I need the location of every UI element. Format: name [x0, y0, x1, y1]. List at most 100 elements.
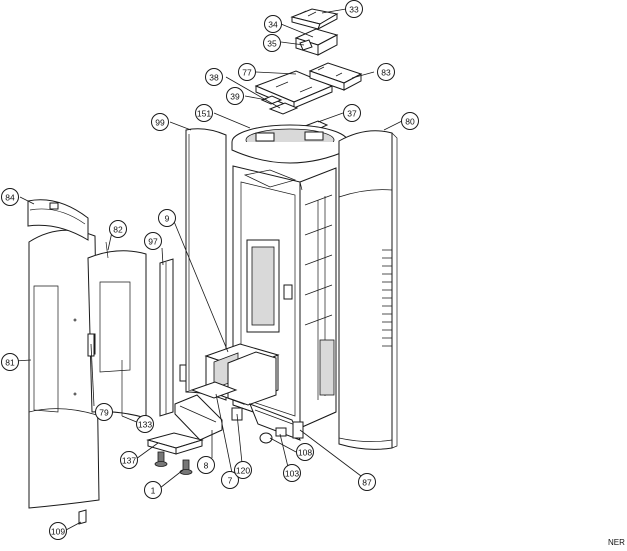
callout-108: 108 — [296, 443, 314, 461]
callout-87: 87 — [358, 473, 376, 491]
callout-circle — [343, 104, 361, 122]
part-38-gasket — [268, 102, 299, 115]
callout-circle — [195, 104, 213, 122]
callout-82: 82 — [109, 220, 127, 238]
callout-38: 38 — [205, 68, 223, 86]
part-97-vertical-strip — [159, 258, 174, 417]
callout-leaders — [14, 8, 403, 531]
callout-circle — [205, 68, 223, 86]
callout-label: 108 — [298, 448, 312, 458]
callout-label: 99 — [155, 118, 165, 128]
callout-83: 83 — [377, 63, 395, 81]
callout-label: 151 — [197, 109, 211, 119]
callout-label: 9 — [165, 214, 170, 224]
part-9-lower-assembly — [204, 343, 280, 406]
callout-label: 8 — [204, 461, 209, 471]
callout-label: 103 — [285, 469, 299, 479]
callout-circle — [144, 232, 162, 250]
callout-label: 83 — [381, 68, 391, 78]
part-103-fixing — [275, 427, 287, 437]
callout-circle — [401, 112, 419, 130]
callout-label: 80 — [405, 117, 415, 127]
callout-circle — [345, 0, 363, 18]
callout-circle — [234, 461, 252, 479]
callout-103: 103 — [283, 464, 301, 482]
callout-label: 87 — [362, 478, 372, 488]
part-7-bracket — [190, 381, 238, 399]
callout-7: 7 — [221, 471, 239, 489]
callout-circle — [1, 353, 19, 371]
callout-circle — [226, 87, 244, 105]
callout-circle — [49, 522, 67, 540]
part-81-front-outer-panel — [28, 229, 100, 509]
part-80-right-side-panel — [338, 130, 398, 450]
callout-circle — [158, 209, 176, 227]
callout-circle — [151, 113, 169, 131]
part-151-top-cover — [231, 124, 349, 164]
callout-137: 137 — [120, 451, 138, 469]
callout-label: 35 — [267, 39, 277, 49]
callout-label: 109 — [51, 527, 65, 537]
callout-label: 97 — [148, 237, 158, 247]
callout-label: 34 — [268, 20, 278, 30]
callout-circle — [144, 481, 162, 499]
part-35-clip — [299, 39, 313, 51]
callout-label: 33 — [349, 5, 359, 15]
callout-circle — [283, 464, 301, 482]
callout-circle — [296, 443, 314, 461]
callout-33: 33 — [345, 0, 363, 18]
callout-37: 37 — [343, 104, 361, 122]
callout-circle — [120, 451, 138, 469]
callout-label: 1 — [151, 486, 156, 496]
callout-circle — [109, 220, 127, 238]
callout-120: 120 — [234, 461, 252, 479]
callout-label: 137 — [122, 456, 136, 466]
callout-9: 9 — [158, 209, 176, 227]
part-109-clip — [78, 509, 87, 525]
callout-81: 81 — [1, 353, 19, 371]
callout-label: 7 — [228, 476, 233, 486]
callout-label: 79 — [99, 408, 109, 418]
callout-label: 39 — [230, 92, 240, 102]
callout-circle — [1, 188, 19, 206]
callout-97: 97 — [144, 232, 162, 250]
callout-circle — [197, 456, 215, 474]
callout-35: 35 — [263, 34, 281, 52]
part-1-adjustable-foot — [154, 451, 193, 475]
callout-label: 38 — [209, 73, 219, 83]
callout-circle — [358, 473, 376, 491]
callout-84: 84 — [1, 188, 19, 206]
part-82-glass-frame — [87, 241, 147, 419]
callout-77: 77 — [238, 63, 256, 81]
callout-circle — [238, 63, 256, 81]
footer-label: NER — [608, 538, 625, 547]
callout-133: 133 — [136, 415, 154, 433]
callout-109: 109 — [49, 522, 67, 540]
callout-8: 8 — [197, 456, 215, 474]
callout-99: 99 — [151, 113, 169, 131]
part-8-base-plate — [174, 394, 223, 441]
callout-label: 37 — [347, 109, 357, 119]
callout-circle — [377, 63, 395, 81]
callout-circle — [264, 15, 282, 33]
callout-label: 84 — [5, 193, 15, 203]
callout-circle — [136, 415, 154, 433]
callout-151: 151 — [195, 104, 213, 122]
part-84-top-trim — [27, 199, 89, 241]
callout-1: 1 — [144, 481, 162, 499]
callout-label: 77 — [242, 68, 252, 78]
part-99-left-side-panel — [179, 128, 227, 401]
callout-label: 82 — [113, 225, 123, 235]
callout-label: 133 — [138, 420, 152, 430]
callout-circle — [95, 403, 113, 421]
part-83-rear-bracket — [308, 62, 363, 91]
callout-39: 39 — [226, 87, 244, 105]
part-39-small-plate — [260, 95, 283, 105]
callout-79: 79 — [95, 403, 113, 421]
callout-34: 34 — [264, 15, 282, 33]
callout-80: 80 — [401, 112, 419, 130]
part-87-bottom-rails — [249, 403, 304, 441]
callout-label: 120 — [236, 466, 250, 476]
